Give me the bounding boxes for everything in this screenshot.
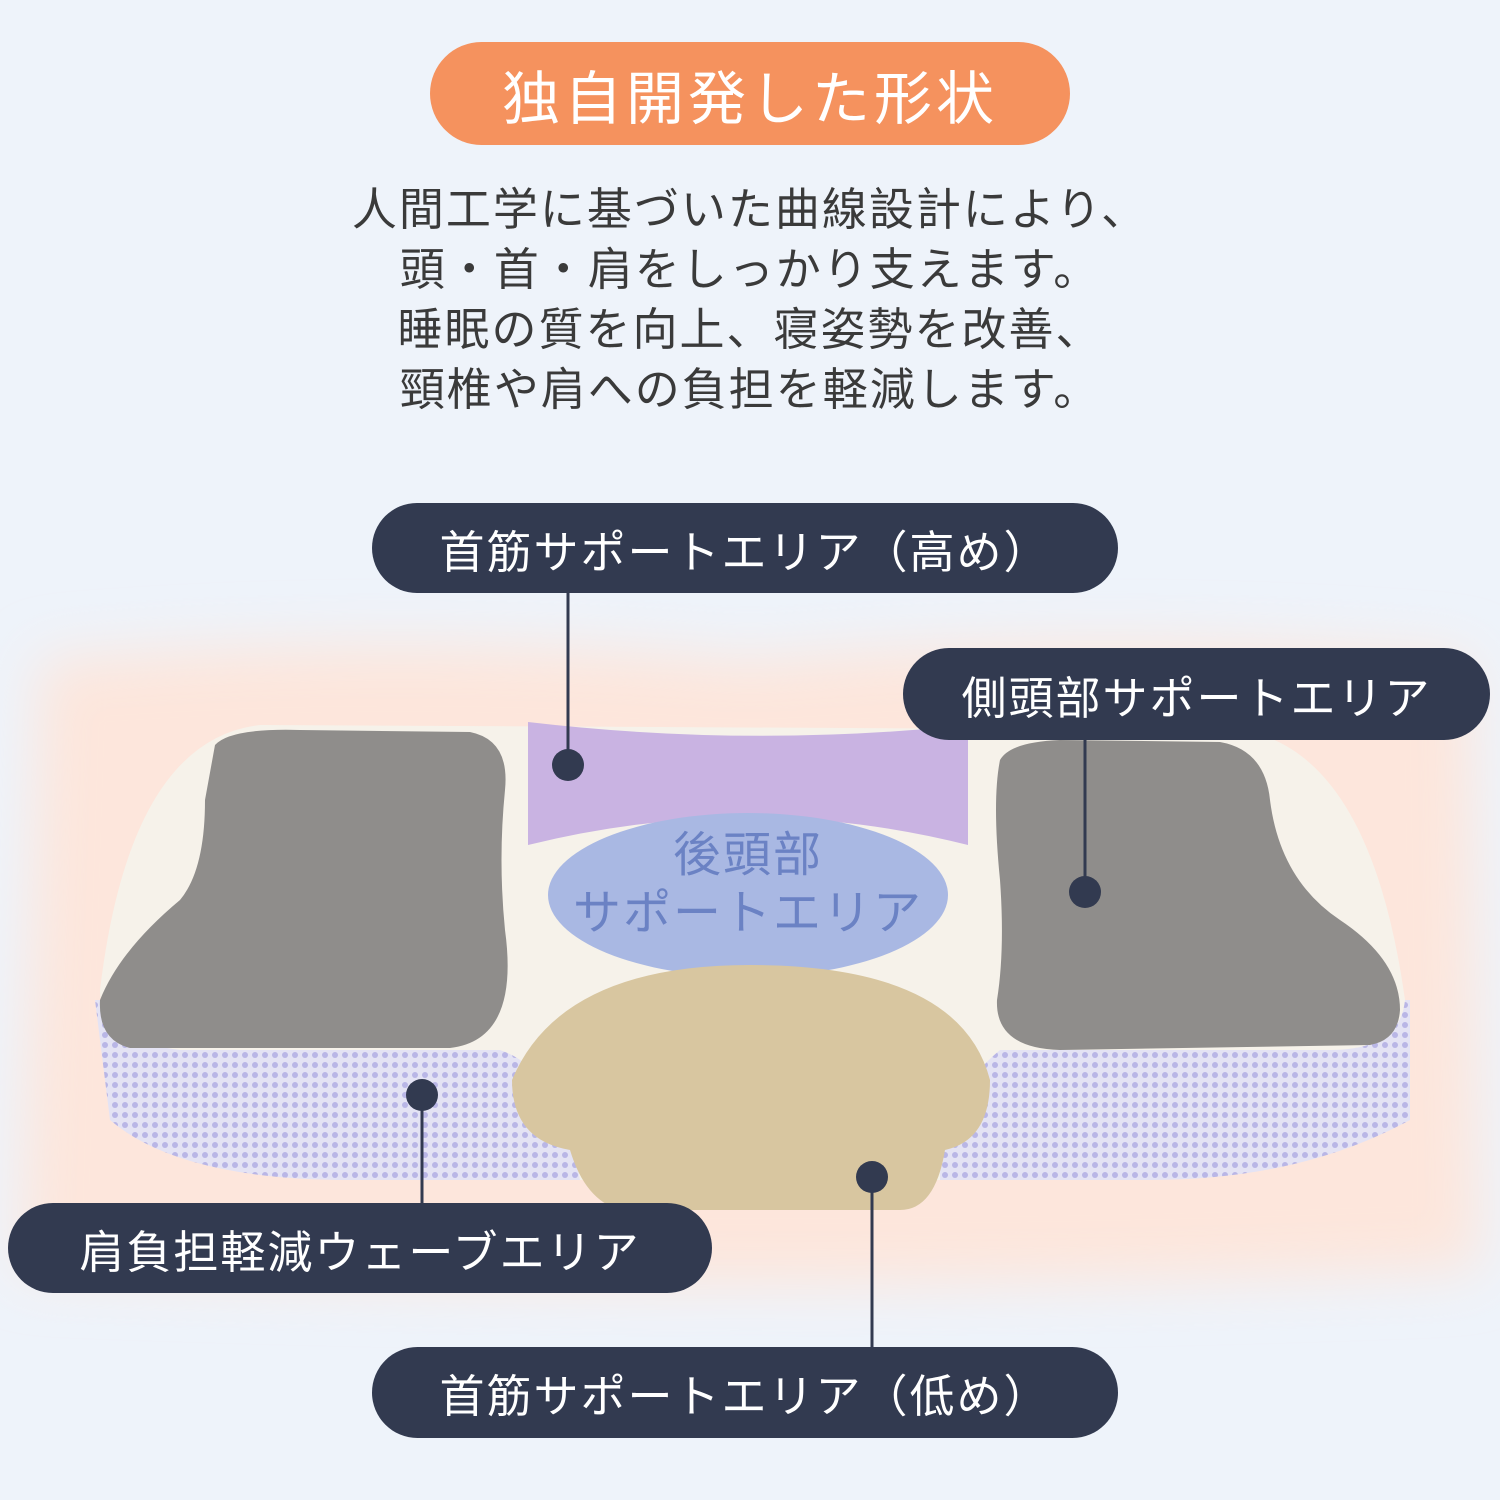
label-side-head: 側頭部サポートエリア: [903, 648, 1490, 740]
back-head-label-line1: 後頭部: [672, 827, 823, 883]
description-line: 頸椎や肩への負担を軽減します。: [399, 363, 1101, 416]
label-neck-low: 首筋サポートエリア（低め）: [372, 1347, 1118, 1438]
title-badge: 独自開発した形状: [430, 42, 1070, 145]
marker-dot: [406, 1079, 438, 1111]
description: 人間工学に基づいた曲線設計により、 頭・首・肩をしっかり支えます。 睡眠の質を向…: [0, 180, 1500, 420]
description-line: 頭・首・肩をしっかり支えます。: [399, 243, 1101, 296]
back-head-label: 後頭部 サポートエリア: [548, 826, 948, 942]
marker-dot: [552, 749, 584, 781]
neck-low-area: [512, 965, 990, 1210]
side-area-right: [996, 740, 1400, 1050]
neck-high-area: [528, 722, 968, 845]
back-head-area: [548, 813, 948, 977]
marker-dot: [856, 1161, 888, 1193]
side-area-left: [99, 729, 508, 1048]
description-line: 人間工学に基づいた曲線設計により、: [351, 183, 1149, 236]
description-line: 睡眠の質を向上、寝姿勢を改善、: [397, 303, 1103, 356]
label-shoulder-wave: 肩負担軽減ウェーブエリア: [8, 1203, 712, 1293]
label-neck-high: 首筋サポートエリア（高め）: [372, 503, 1118, 593]
back-head-label-line2: サポートエリア: [572, 885, 923, 941]
marker-dot: [1069, 876, 1101, 908]
